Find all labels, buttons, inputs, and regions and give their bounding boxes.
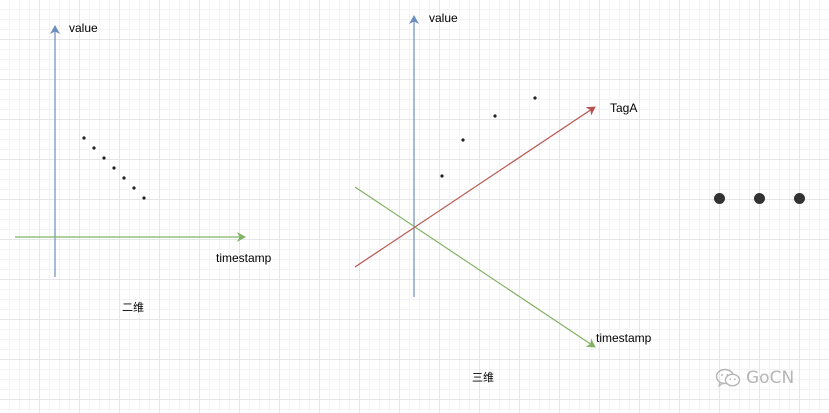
ellipsis-dot — [714, 193, 725, 204]
2d-point — [142, 196, 146, 200]
2d-point — [112, 166, 116, 170]
3d-timestamp-axis-label: timestamp — [596, 331, 652, 345]
watermark: GoCN — [715, 368, 794, 388]
3d-value-axis-label: value — [429, 11, 458, 25]
3d-taga-axis-label: TagA — [610, 101, 638, 115]
2d-point — [82, 136, 86, 140]
2d-point — [122, 176, 126, 180]
3d-caption: 三维 — [472, 371, 494, 384]
2d-data-points — [82, 136, 146, 200]
ellipsis-dot — [794, 193, 805, 204]
2d-point — [92, 146, 96, 150]
3d-point — [461, 138, 465, 142]
ellipsis-dot — [754, 193, 765, 204]
2d-point — [102, 156, 106, 160]
2d-timestamp-axis-label: timestamp — [216, 251, 272, 265]
3d-timestamp-axis — [354, 186, 596, 348]
3d-point — [533, 96, 537, 100]
watermark-text: GoCN — [746, 368, 795, 388]
3d-data-points — [440, 96, 537, 178]
2d-point — [132, 186, 136, 190]
2d-value-axis-label: value — [69, 21, 98, 35]
3d-point — [493, 114, 497, 118]
wechat-icon — [715, 368, 741, 388]
2d-caption: 二维 — [122, 301, 144, 314]
3d-point — [440, 174, 444, 178]
3d-taga-axis — [354, 106, 596, 268]
